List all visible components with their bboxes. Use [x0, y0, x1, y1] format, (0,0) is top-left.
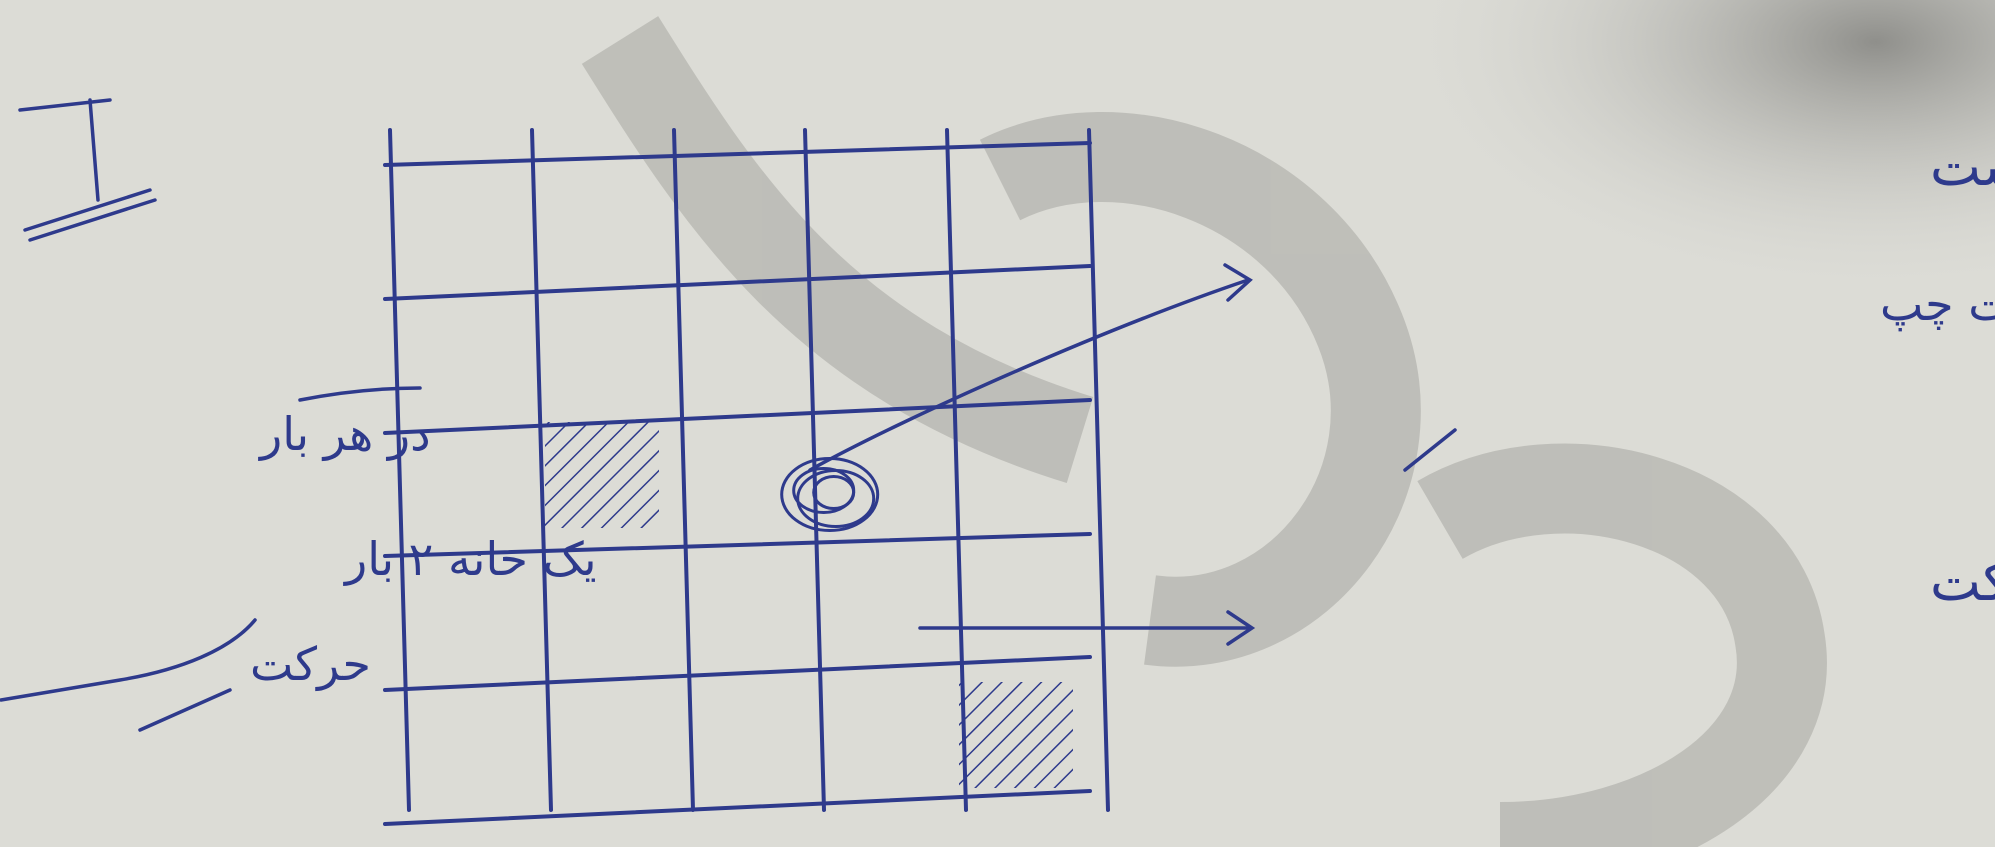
- note-left-line3: حرکت: [250, 637, 371, 692]
- note-top-right-line1: یکی ۲ بار به سمت راست: [1930, 135, 1995, 198]
- hatched-cell: [959, 682, 1073, 788]
- hatched-cell: [545, 422, 659, 528]
- note-left-line1: در هر بار: [258, 407, 431, 462]
- note-top-right-line2: و یا دو بار به سمت چپ: [1880, 277, 1995, 332]
- note-bottom-right: یک خانه به سمت بالا حرکت: [1930, 550, 1995, 613]
- note-left-line2: یک خانه ۲ بار: [343, 532, 597, 586]
